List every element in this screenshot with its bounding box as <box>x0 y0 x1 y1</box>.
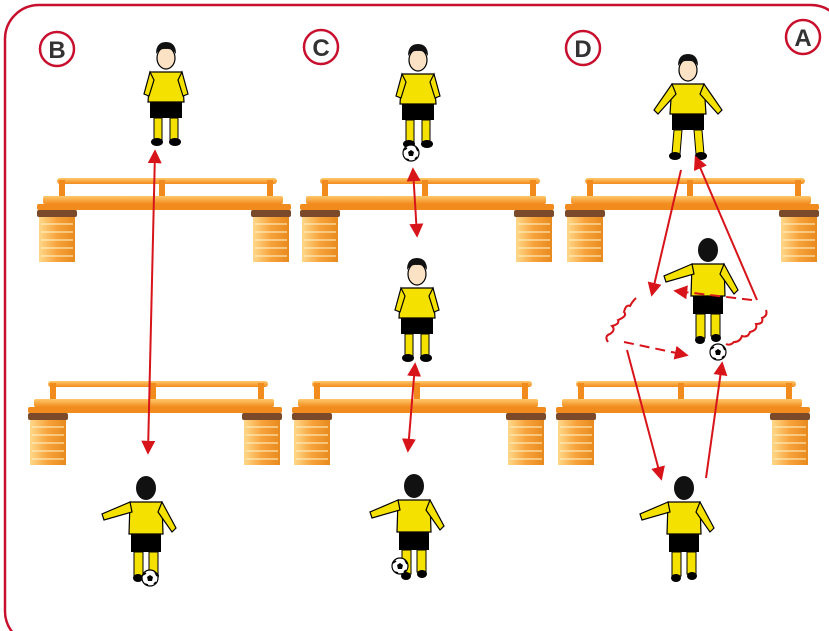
player-icon <box>663 237 739 345</box>
station-label-text: C <box>312 35 329 62</box>
station-label-text: D <box>574 36 591 63</box>
station-label-text: A <box>794 25 811 52</box>
run-arrow <box>623 341 689 360</box>
station-label-text: B <box>48 37 65 64</box>
run-arrow <box>673 285 753 301</box>
station-label-a: A <box>784 18 822 56</box>
pass-arrow <box>406 167 424 238</box>
bench-icon <box>36 177 292 263</box>
pass-arrow <box>693 155 758 301</box>
dribble-path <box>605 297 637 343</box>
bench-icon <box>291 380 547 466</box>
station-label-c: C <box>302 28 340 66</box>
player-icon <box>101 475 177 583</box>
player-icon <box>143 41 189 147</box>
ball-icon <box>709 343 727 361</box>
pass-arrow <box>141 149 162 455</box>
player-icon <box>639 475 715 583</box>
player-icon <box>653 53 723 161</box>
player-icon <box>395 43 441 149</box>
player-icon <box>394 257 440 363</box>
ball-icon <box>141 569 159 587</box>
bench-icon <box>27 380 283 466</box>
bench-icon <box>555 380 811 466</box>
pass-arrow <box>401 362 422 453</box>
station-label-b: B <box>38 30 76 68</box>
diagram-frame <box>3 3 829 631</box>
ball-icon <box>402 144 420 162</box>
station-label-d: D <box>564 29 602 67</box>
bench-icon <box>564 177 820 263</box>
ball-icon <box>391 557 409 575</box>
pass-arrow <box>626 349 665 481</box>
pass-arrow <box>705 361 728 479</box>
pass-arrow <box>647 169 682 297</box>
dribble-path <box>725 309 768 346</box>
bench-icon <box>299 177 555 263</box>
